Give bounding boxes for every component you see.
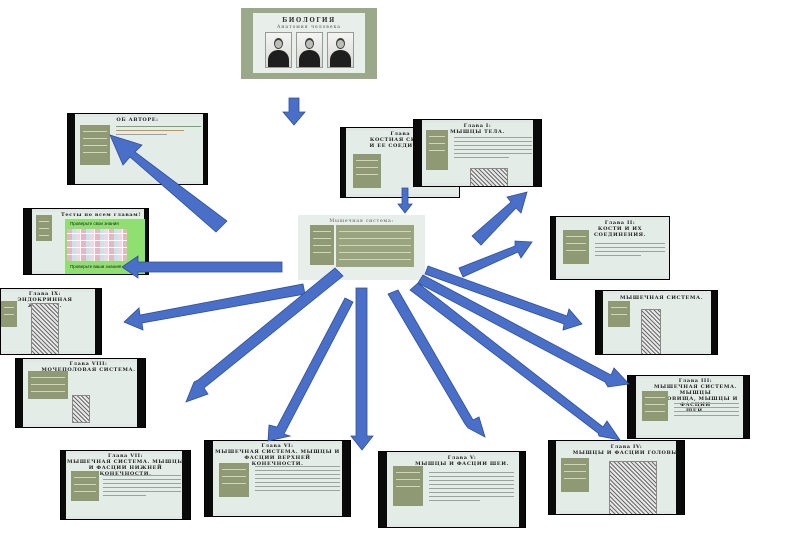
slide-chapter-1[interactable]: Глава I: МЫШЦЫ ТЕЛА. [413, 119, 542, 187]
arrow-to-chapter-6-icon [267, 297, 354, 442]
slide-text [116, 126, 201, 138]
title-slide-heading: БИОЛОГИЯ [282, 17, 336, 24]
title-slide-body: БИОЛОГИЯ Анатомия человека [253, 13, 365, 73]
slide-text [454, 137, 532, 161]
arrow-to-chapter-7-icon [350, 287, 374, 451]
arrow-to-chapter-3-icon [417, 274, 630, 388]
slide-chapter-8[interactable]: Глава VIII: МОЧЕПОЛОВАЯ СИСТЕМА. [15, 358, 146, 428]
slide-title: Мышечная система: [329, 218, 394, 224]
slide-text [255, 466, 340, 494]
slide-menu [71, 471, 99, 501]
slide-menu [28, 371, 68, 399]
arrow-to-chapter-5-icon [387, 289, 486, 438]
slide-title: Тесты по всем главам! [61, 212, 141, 218]
arrow-to-chapter-9-icon [123, 283, 306, 331]
slide-menu [563, 230, 589, 264]
slide-menu [219, 463, 249, 497]
organ-picture [72, 395, 90, 423]
slide-menu [426, 130, 448, 170]
arrow-to-skeleton-icon [424, 265, 583, 331]
arrow-to-about-icon [109, 134, 228, 233]
slide-title: Глава II: КОСТИ И ИХ СОЕДИНЕНИЯ. [593, 220, 647, 238]
portrait-image [327, 32, 354, 68]
slide-text [429, 472, 514, 504]
title-slide-subtitle: Анатомия человека [277, 25, 341, 30]
slide-menu [310, 225, 334, 265]
slide-chapter-5[interactable]: Глава V: МЫШЦЫ И ФАСЦИИ ШЕИ. [378, 451, 526, 528]
slide-menu [36, 215, 52, 241]
arrow-to-chapter-8-icon [185, 267, 344, 403]
slide-skeleton-muscles[interactable]: МЫШЕЧНАЯ СИСТЕМА. [595, 290, 718, 355]
slide-menu [608, 301, 630, 327]
portrait-image [265, 32, 292, 68]
slide-chapter-4[interactable]: Глава IV: МЫШЦЫ И ФАСЦИИ ГОЛОВЫ. [548, 440, 685, 515]
slide-chapter-7[interactable]: Глава VII: МЫШЕЧНАЯ СИСТЕМА. МЫШЦЫ И ФАС… [60, 450, 191, 520]
slide-title: Глава VI: МЫШЕЧНАЯ СИСТЕМА. МЫШЦЫ И ФАСЦ… [215, 443, 340, 467]
slide-menu [80, 125, 110, 165]
slide-title: Глава V: МЫШЦЫ И ФАСЦИИ ШЕИ. [415, 455, 509, 467]
arrow-to-chapter-4-icon [409, 282, 621, 441]
slide-title: МЫШЕЧНАЯ СИСТЕМА. [620, 295, 703, 301]
arrow-to-chapter-1-icon [471, 191, 528, 246]
slide-chapter-9[interactable]: Глава IX: ЭНДОКРИННАЯ ЖЕЛЕЗЫ. [0, 288, 102, 355]
slide-contents [336, 225, 414, 267]
test-image [67, 229, 127, 261]
slide-title: Глава I: МЫШЦЫ ТЕЛА. [450, 123, 505, 135]
head-muscles-picture [609, 461, 657, 514]
arrow-down-icon [282, 97, 306, 126]
arrow-to-chapter-2-icon [458, 240, 533, 278]
slide-menu [1, 301, 17, 327]
slide-chapter-3[interactable]: Глава III: МЫШЕЧНАЯ СИСТЕМА. МЫШЦЫ ТУЛОВ… [627, 375, 750, 439]
test-text-1: Проверьте свои знания [70, 221, 119, 226]
body-figure-picture [31, 303, 59, 354]
slide-menu [353, 154, 381, 188]
slide-about-author[interactable]: ОБ АВТОРЕ: [67, 113, 208, 185]
slide-chapter-2[interactable]: Глава II: КОСТИ И ИХ СОЕДИНЕНИЯ. [550, 216, 670, 280]
muscle-figure-picture [641, 309, 661, 354]
arrow-small-down-icon [397, 187, 413, 214]
slide-title: Глава IV: МЫШЦЫ И ФАСЦИИ ГОЛОВЫ. [572, 444, 681, 456]
slide-menu [393, 466, 423, 506]
test-text-2: Проверьте ваши знания! [70, 264, 122, 269]
slide-text [103, 475, 181, 499]
slide-title: ОБ АВТОРЕ: [116, 117, 159, 123]
arrow-to-test-icon [121, 255, 283, 279]
title-slide[interactable]: БИОЛОГИЯ Анатомия человека [241, 8, 377, 79]
slide-tests[interactable]: Тесты по всем главам! Проверьте свои зна… [23, 208, 149, 275]
slide-menu [642, 391, 668, 421]
slide-title: Глава VIII: МОЧЕПОЛОВАЯ СИСТЕМА. [41, 361, 136, 373]
slide-center-menu[interactable]: Мышечная система: [298, 215, 425, 280]
slide-text [674, 403, 739, 419]
slide-menu [561, 458, 589, 492]
slide-title: Глава VII: МЫШЕЧНАЯ СИСТЕМА. МЫШЦЫ И ФАС… [66, 453, 185, 477]
anatomy-picture [470, 168, 508, 186]
slide-text [595, 243, 665, 259]
slide-chapter-6[interactable]: Глава VI: МЫШЕЧНАЯ СИСТЕМА. МЫШЦЫ И ФАСЦ… [204, 440, 351, 517]
portrait-image [296, 32, 323, 68]
